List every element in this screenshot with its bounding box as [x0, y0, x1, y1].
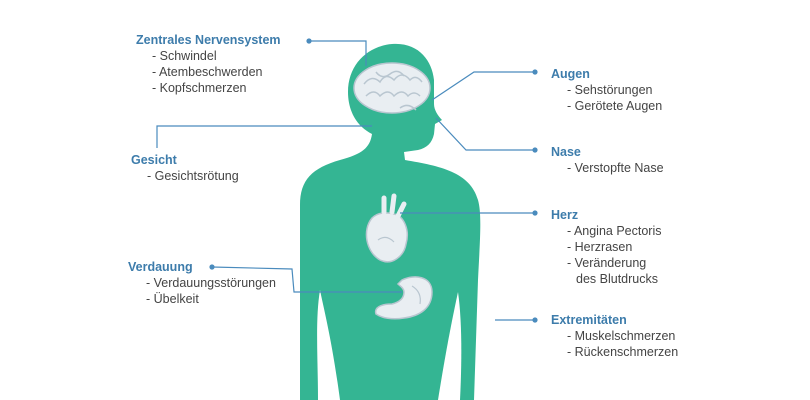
- left-arm-gap: [317, 290, 340, 400]
- stomach-icon: [374, 276, 433, 320]
- connector-nase: [435, 117, 538, 153]
- group-verdauung: Verdauung - Verdauungsstörungen - Übelke…: [128, 259, 276, 307]
- verdauung-item: - Übelkeit: [146, 292, 199, 306]
- augen-item: - Gerötete Augen: [567, 99, 663, 113]
- group-nase: Nase - Verstopfte Nase: [551, 144, 664, 176]
- connector-augen: [431, 69, 538, 101]
- herz-title: Herz: [551, 208, 579, 222]
- brain-icon: [353, 62, 431, 114]
- extremitaeten-item: - Rückenschmerzen: [567, 345, 679, 359]
- zns-title: Zentrales Nervensystem: [136, 33, 281, 47]
- group-gesicht: Gesicht - Gesichtsrötung: [131, 152, 239, 184]
- herz-item: - Angina Pectoris: [567, 224, 662, 238]
- extremitaeten-item: - Muskelschmerzen: [567, 329, 676, 343]
- extremitaeten-title: Extremitäten: [551, 313, 627, 327]
- group-extremitaeten: Extremitäten - Muskelschmerzen - Rückens…: [551, 312, 678, 360]
- group-augen: Augen - Sehstörungen - Gerötete Augen: [551, 66, 662, 114]
- herz-item: - Veränderung: [567, 256, 647, 270]
- nase-item: - Verstopfte Nase: [567, 161, 664, 175]
- connector-gesicht: [156, 125, 372, 148]
- connector-extremitaeten: [495, 317, 538, 323]
- verdauung-title: Verdauung: [128, 260, 193, 274]
- connector-herz: [400, 210, 538, 216]
- zns-item: - Kopfschmerzen: [152, 81, 247, 95]
- augen-title: Augen: [551, 67, 590, 81]
- connector-verdauung: [209, 264, 402, 293]
- right-arm-gap: [438, 292, 462, 400]
- heart-icon: [365, 193, 408, 263]
- verdauung-item: - Verdauungsstörungen: [146, 276, 276, 290]
- gesicht-item: - Gesichtsrötung: [147, 169, 239, 183]
- zns-item: - Atembeschwerden: [152, 65, 263, 79]
- herz-item: des Blutdrucks: [576, 272, 658, 286]
- connector-zns: [306, 38, 367, 66]
- gesicht-title: Gesicht: [131, 153, 177, 167]
- zns-item: - Schwindel: [152, 49, 217, 63]
- group-herz: Herz - Angina Pectoris - Herzrasen - Ver…: [551, 207, 662, 287]
- augen-item: - Sehstörungen: [567, 83, 653, 97]
- herz-item: - Herzrasen: [567, 240, 633, 254]
- nase-title: Nase: [551, 145, 581, 159]
- group-zns: Zentrales Nervensystem - Schwindel - Ate…: [136, 32, 281, 96]
